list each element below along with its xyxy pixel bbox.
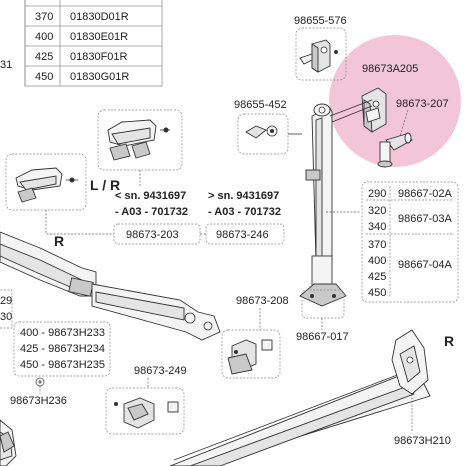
serial-left-line1: < sn. 9431697: [115, 190, 186, 202]
label-box-98673-246: 98673-246: [205, 223, 285, 245]
top-table-code-3: 01830G01R: [70, 71, 129, 83]
part-98655-452: 98655-452: [234, 99, 302, 155]
lr-label: L / R: [90, 177, 120, 193]
label-98655-452: 98655-452: [234, 99, 287, 111]
label-98673H236: 98673H236: [10, 395, 67, 407]
left-table-row-2: 450 - 98673H235: [20, 359, 105, 371]
top-left-table: 370 01830D01R 400 01830E01R 425 01830F01…: [0, 0, 163, 87]
highlight-circle: [329, 35, 461, 167]
left-table-r30: 30: [0, 311, 12, 323]
top-table-code-0: 01830D01R: [70, 11, 129, 23]
label-98673-249: 98673-249: [134, 365, 187, 377]
right-table-r425: 425: [368, 271, 386, 283]
right-table-c04A: 98667-04A: [398, 259, 452, 271]
awning-arm: [0, 231, 221, 341]
label-98673H210: 98673H210: [394, 435, 451, 447]
label-98673-203: 98673-203: [126, 229, 179, 241]
part-98673-208: 98673-208: [221, 295, 289, 379]
top-side-text: 31: [0, 59, 12, 71]
left-table-r29: 29: [0, 295, 12, 307]
top-table-size-3: 450: [35, 71, 53, 83]
label-98673-208: 98673-208: [236, 295, 289, 307]
part-98673-207: 98673-207: [377, 98, 449, 168]
top-table-size-0: 370: [35, 11, 53, 23]
right-table-r370: 370: [368, 239, 386, 251]
part-98673A205: 98673A205: [361, 63, 418, 133]
serial-right-line2: - A03 - 701732: [208, 206, 281, 218]
part-98655-576: 98655-576: [294, 15, 347, 81]
left-table-row-0: 400 - 98673H233: [20, 327, 105, 339]
serial-right-line1: > sn. 9431697: [208, 190, 279, 202]
part-bracket-set-203: [5, 153, 87, 211]
top-table-size-1: 400: [35, 31, 53, 43]
top-table-size-2: 425: [35, 51, 53, 63]
top-table-code-2: 01830F01R: [70, 51, 128, 63]
r-label-right: R: [444, 333, 454, 349]
right-table-r400: 400: [368, 255, 386, 267]
label-box-98673-203: 98673-203: [113, 223, 201, 245]
part-98673H236: 98673H236: [0, 386, 67, 466]
left-table: 29 30 400 - 98673H233 425 - 98673H234 45…: [0, 289, 111, 387]
part-98673H210: R 98673H210: [391, 329, 454, 447]
right-table-c03A: 98667-03A: [398, 213, 452, 225]
label-98673-207: 98673-207: [396, 98, 449, 110]
left-table-row-1: 425 - 98673H234: [20, 343, 105, 355]
support-leg: 98667-017: [296, 99, 373, 343]
right-table-r450: 450: [368, 287, 386, 299]
part-bracket-set-246: [97, 109, 183, 171]
corner-piece: [0, 431, 15, 453]
label-98667-017: 98667-017: [296, 331, 349, 343]
part-98673-249: 98673-249: [105, 365, 187, 435]
front-bar: [169, 373, 431, 466]
right-table-r290: 290: [368, 188, 386, 200]
right-table-c02A: 98667-02A: [398, 188, 452, 200]
right-table-r320: 320: [368, 205, 386, 217]
label-98673-246: 98673-246: [216, 229, 269, 241]
right-table: 290 98667-02A 320 340 98667-03A 370 400 …: [361, 181, 459, 303]
top-table-code-1: 01830E01R: [70, 31, 128, 43]
right-table-r340: 340: [368, 221, 386, 233]
label-98655-576: 98655-576: [294, 15, 347, 27]
serial-left-line2: - A03 - 701732: [115, 206, 188, 218]
r-label-left: R: [54, 233, 64, 249]
label-98673A205: 98673A205: [362, 63, 418, 75]
